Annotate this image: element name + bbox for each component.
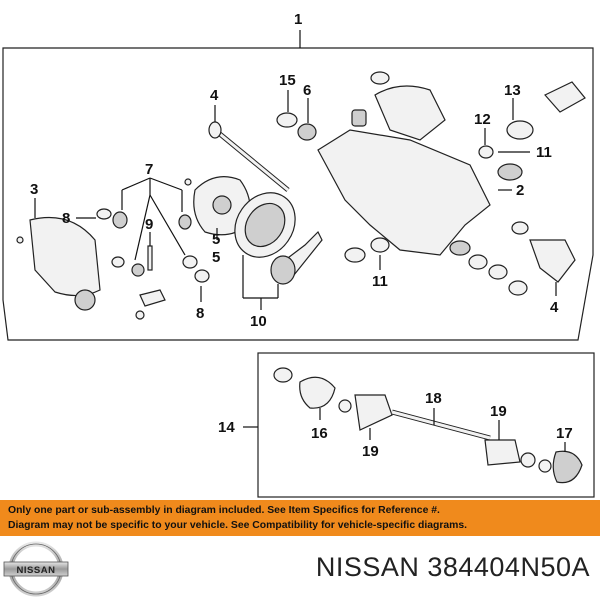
callout-12: 12 bbox=[474, 111, 491, 128]
bearing-part-4 bbox=[182, 255, 198, 269]
inner-boot-part bbox=[484, 439, 521, 466]
callout-6: 6 bbox=[303, 82, 311, 99]
boot-part bbox=[354, 394, 393, 431]
bolt-part-2 bbox=[135, 310, 145, 320]
callout-11-right: 11 bbox=[536, 144, 552, 161]
notice-line-1: Only one part or sub-assembly in diagram… bbox=[8, 505, 440, 516]
callout-3: 3 bbox=[30, 181, 38, 198]
callout-11-bottom: 11 bbox=[372, 273, 388, 290]
callout-19-left: 19 bbox=[362, 443, 379, 460]
side-shim-part bbox=[344, 247, 366, 263]
parts-diagram: 1 15 6 4 13 12 11 7 3 2 8 9 5 5 11 4 8 1… bbox=[2, 11, 595, 498]
inner-joint-part bbox=[552, 450, 583, 484]
callout-9: 9 bbox=[145, 216, 153, 233]
seal-part bbox=[96, 208, 112, 220]
plug-part bbox=[184, 178, 192, 186]
carrier-housing-part bbox=[317, 129, 491, 256]
side-shaft-flange-part bbox=[208, 121, 222, 139]
oil-seal-part bbox=[276, 112, 298, 128]
nissan-logo-text: NISSAN bbox=[17, 565, 56, 576]
callout-15: 15 bbox=[279, 72, 296, 89]
collar-part bbox=[478, 145, 494, 159]
snap-ring-part bbox=[511, 221, 529, 235]
notice-bar: Only one part or sub-assembly in diagram… bbox=[0, 500, 600, 536]
outer-joint-part bbox=[299, 376, 336, 409]
callout-8-bottom: 8 bbox=[196, 305, 204, 322]
callout-8-left: 8 bbox=[62, 210, 70, 227]
bearing-part-3 bbox=[178, 214, 192, 230]
bushing-part bbox=[74, 289, 96, 311]
mount-bracket-part bbox=[374, 85, 446, 141]
upper-assembly-frame bbox=[2, 47, 594, 341]
band-part-3 bbox=[538, 459, 552, 473]
callout-18: 18 bbox=[425, 390, 442, 407]
differential-gear-part bbox=[212, 195, 232, 215]
side-seal-part bbox=[370, 237, 390, 253]
notice-line-2: Diagram may not be specific to your vehi… bbox=[8, 520, 468, 531]
shim-part bbox=[194, 269, 210, 283]
callout-10: 10 bbox=[250, 313, 267, 330]
callout-16: 16 bbox=[311, 425, 328, 442]
callout-17: 17 bbox=[556, 425, 573, 442]
callout-14: 14 bbox=[218, 419, 235, 436]
rear-cover-part bbox=[29, 216, 101, 297]
band-part-2 bbox=[520, 452, 536, 468]
bearing-part-2 bbox=[131, 263, 145, 277]
side-seal-part-4 bbox=[508, 280, 528, 296]
callout-19-right: 19 bbox=[490, 403, 507, 420]
side-flange-part bbox=[529, 239, 576, 283]
callout-4-left: 4 bbox=[210, 87, 219, 104]
driveshaft-inset-frame bbox=[257, 352, 595, 498]
companion-flange-part bbox=[544, 81, 586, 113]
bracket-part bbox=[139, 289, 166, 307]
callout-1: 1 bbox=[294, 11, 302, 28]
part-number-label: NISSAN 384404N50A bbox=[315, 552, 590, 582]
callout-13: 13 bbox=[504, 82, 521, 99]
callout-7: 7 bbox=[145, 161, 153, 178]
snap-ring-part-2 bbox=[273, 367, 293, 383]
washer-part-2 bbox=[370, 71, 390, 85]
bushing-part-2 bbox=[351, 109, 367, 127]
side-bearing-part bbox=[297, 123, 317, 141]
callout-5-top: 5 bbox=[212, 231, 220, 248]
pinion-seal-part bbox=[506, 120, 534, 140]
side-seal-part-3 bbox=[488, 264, 508, 280]
side-bearing-part-2 bbox=[449, 240, 471, 256]
side-seal-part-2 bbox=[468, 254, 488, 270]
pinion-bearing-part bbox=[497, 163, 523, 181]
nissan-logo-icon: NISSAN bbox=[3, 541, 69, 597]
washer-part bbox=[111, 256, 125, 268]
pin-part bbox=[147, 245, 153, 271]
bearing-part bbox=[112, 211, 128, 229]
callout-4-right: 4 bbox=[550, 299, 559, 316]
bolt-part bbox=[16, 236, 24, 244]
band-part bbox=[338, 399, 352, 413]
callout-5-bottom: 5 bbox=[212, 249, 220, 266]
callout-2: 2 bbox=[516, 182, 524, 199]
pinion-head-part bbox=[270, 255, 296, 285]
